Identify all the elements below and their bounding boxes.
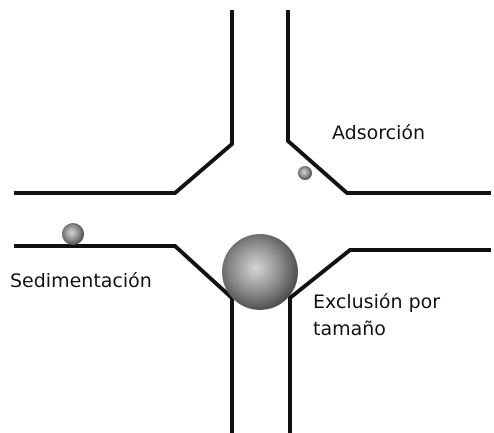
size-exclusion-label-line1: Exclusión por xyxy=(313,291,441,313)
pore-wall-upper-right xyxy=(286,10,491,195)
sedimented-particle xyxy=(62,223,84,245)
sedimentation-label: Sedimentación xyxy=(10,270,152,292)
adsorbed-particle xyxy=(298,166,312,180)
size-exclusion-label: Exclusión por tamaño xyxy=(313,289,440,343)
adsorption-label: Adsorción xyxy=(332,122,426,144)
size-exclusion-label-line2: tamaño xyxy=(313,318,386,340)
pore-wall-lower-right xyxy=(288,248,491,433)
pore-wall-lower-left xyxy=(14,244,234,433)
pore-wall-upper-left xyxy=(14,10,234,195)
size-excluded-particle xyxy=(222,234,298,310)
